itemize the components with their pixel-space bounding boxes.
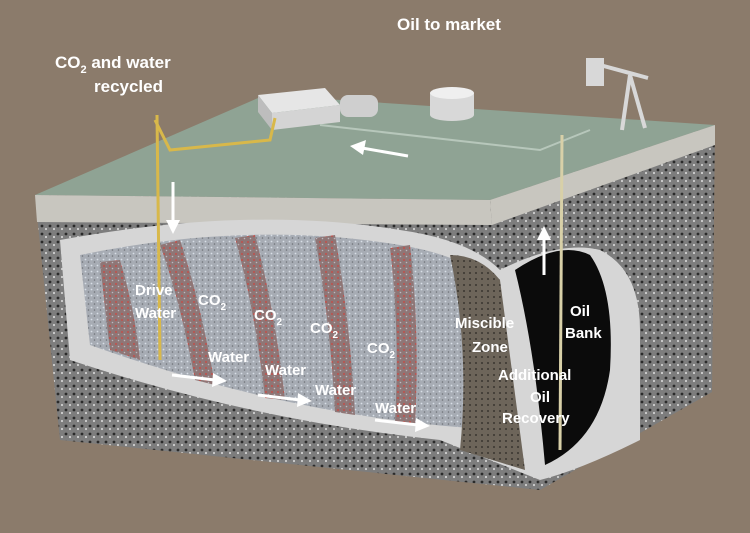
co2-band [390, 245, 417, 425]
co2-band [160, 240, 215, 385]
co2-recycled-label-line2: recycled [94, 77, 163, 96]
pumpjack [586, 58, 649, 131]
oil-to-market-label: Oil to market [397, 15, 501, 34]
miscible-zone-label-line2: Zone [472, 339, 508, 356]
water-label: Water [265, 362, 306, 379]
injection-well [155, 114, 162, 361]
storage-tank [430, 87, 474, 121]
drive-water-label-line2: Water [135, 305, 176, 322]
water-label: Water [375, 400, 416, 417]
co2-label: CO2 [198, 292, 227, 313]
flow-arrows [166, 140, 551, 432]
production-well [558, 134, 564, 451]
additional-oil-recovery-label-line3: Recovery [502, 410, 570, 427]
miscible-zone [450, 255, 525, 470]
co2-recycled-label: CO2 and water [55, 53, 171, 76]
water-label: Water [315, 382, 356, 399]
sand-layer [35, 195, 492, 225]
co2-band [235, 235, 285, 400]
processing-plant [258, 88, 378, 130]
oil-bank-label-line2: Bank [565, 325, 602, 342]
recycle-pipe [153, 117, 277, 152]
sand-layer-right [490, 125, 715, 225]
miscible-zone-label: Miscible [455, 315, 514, 332]
drive-water-label: Drive [135, 282, 173, 299]
oil-bank-label: Oil [570, 303, 590, 320]
additional-oil-recovery-label: Additional [498, 367, 571, 384]
co2-label: CO2 [367, 340, 396, 361]
oil-bank [515, 250, 611, 465]
co2-label: CO2 [310, 320, 339, 341]
additional-oil-recovery-label-line2: Oil [530, 389, 550, 406]
co2-band [100, 260, 140, 360]
water-label: Water [208, 349, 249, 366]
co2-label: CO2 [254, 307, 283, 328]
co2-band [315, 235, 355, 415]
surface-top [35, 95, 715, 200]
export-pipe [319, 124, 591, 152]
